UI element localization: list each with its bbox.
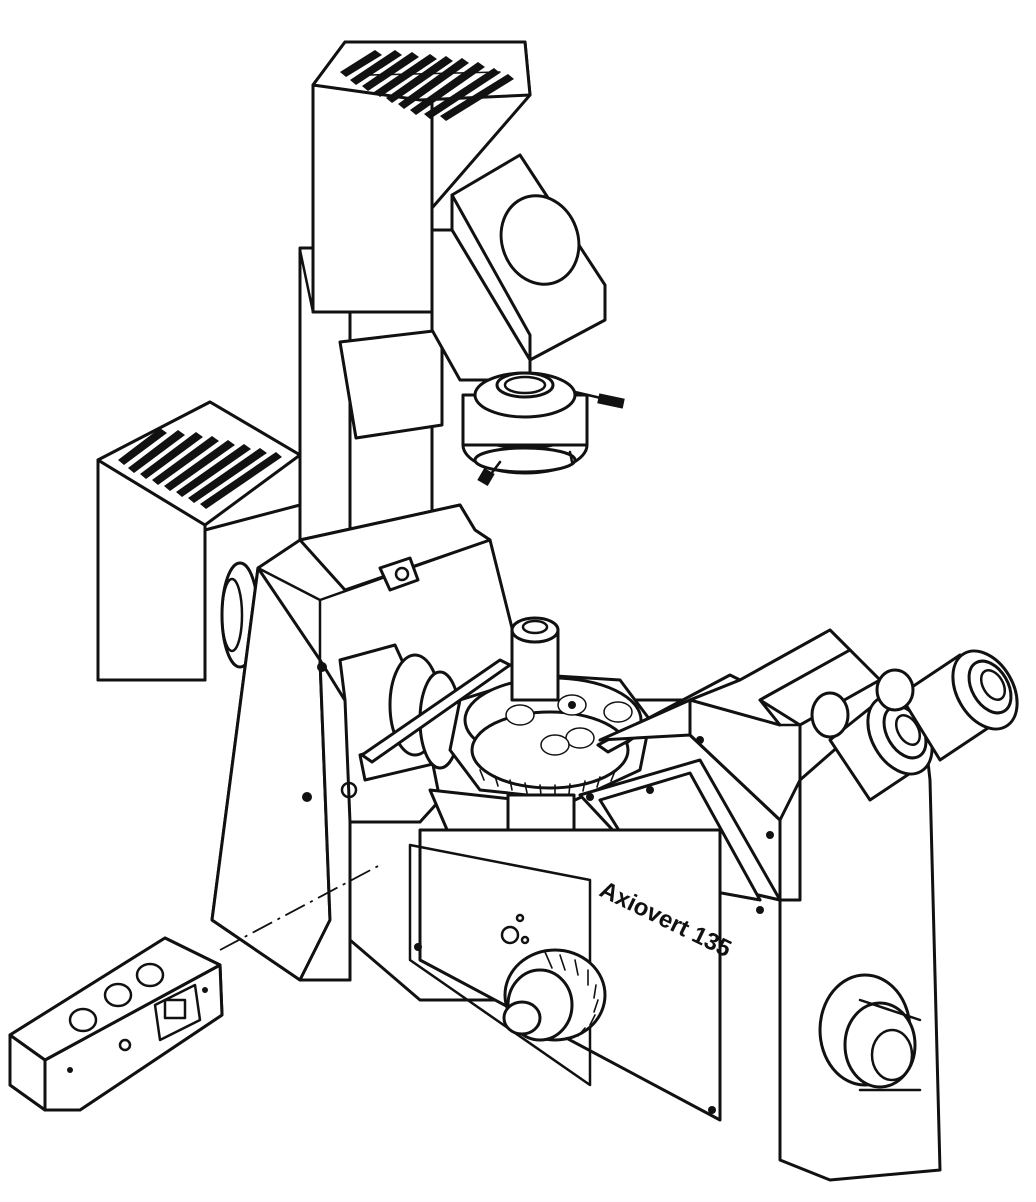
top-lamp-vent-slots — [340, 50, 514, 121]
knob-knurling — [544, 951, 599, 1037]
slider-insertion-axis — [219, 864, 381, 951]
eyepiece-right — [898, 649, 1019, 762]
condenser-assembly — [461, 371, 625, 487]
left-lamp-vent-slots — [118, 428, 282, 509]
turret-knurling — [479, 769, 616, 796]
objective-turret — [428, 616, 652, 912]
focus-knob — [502, 948, 607, 1042]
detached-slider — [8, 936, 224, 1112]
left-lamp-housing — [96, 400, 302, 682]
illuminator-pillar — [298, 246, 444, 562]
upper-lens-head — [430, 153, 607, 382]
side-camera-port — [818, 973, 922, 1092]
top-lamp-housing — [311, 40, 532, 314]
